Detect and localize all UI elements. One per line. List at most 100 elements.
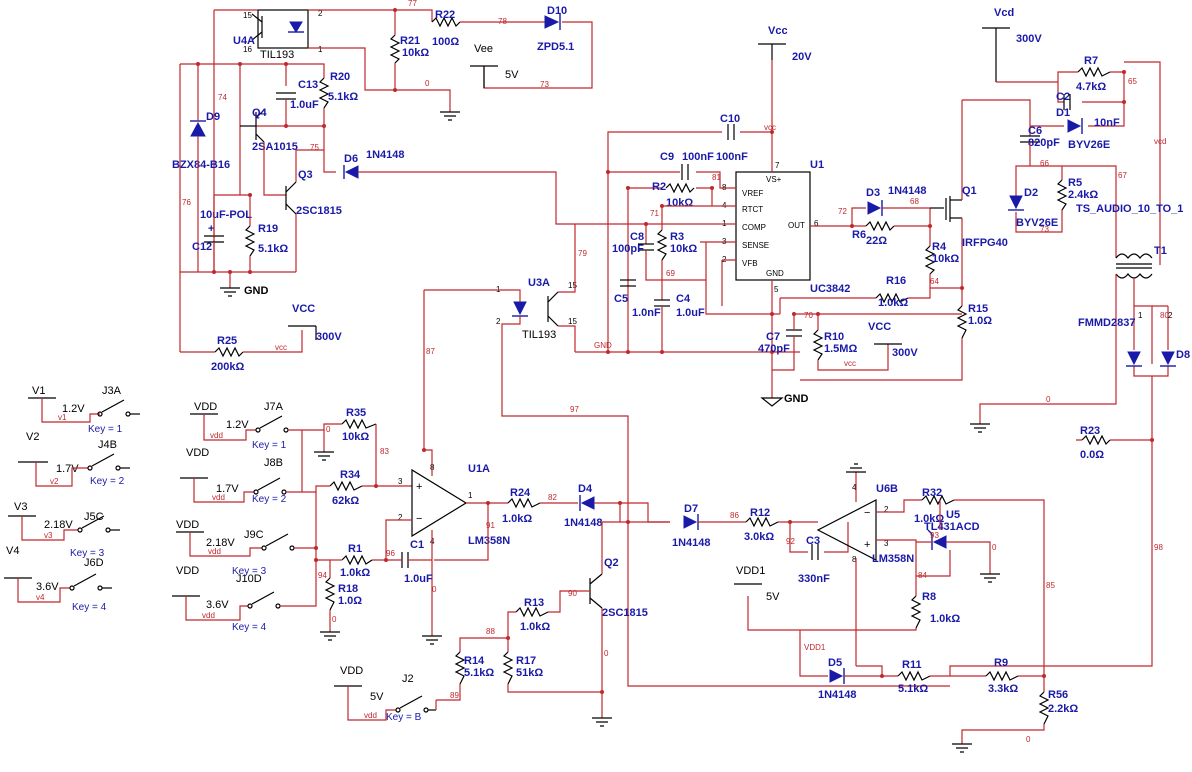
svg-text:VREF: VREF — [742, 189, 763, 198]
vdd-j10d-source: vdd — [172, 595, 248, 621]
svg-text:15: 15 — [243, 11, 252, 20]
u1-uc3842: VS+ VREF RTCT COMP SENSE VFB OUT GND U1 … — [722, 159, 850, 295]
j7a-switch[interactable]: J7A 1.2V Key = 1 — [226, 401, 289, 451]
svg-text:1N4148: 1N4148 — [366, 149, 405, 161]
svg-text:V2: V2 — [26, 431, 39, 443]
svg-text:96: 96 — [386, 549, 395, 558]
svg-text:R24: R24 — [510, 487, 531, 499]
svg-text:2SC1815: 2SC1815 — [296, 205, 342, 217]
svg-text:vdd: vdd — [208, 547, 221, 556]
svg-text:+: + — [416, 481, 422, 493]
j9c-switch[interactable]: J9C 2.18V Key = 3 — [206, 529, 295, 577]
j2-switch[interactable]: J2 5V Key = B — [370, 673, 436, 723]
svg-text:98: 98 — [1154, 543, 1163, 552]
svg-text:75: 75 — [310, 143, 319, 152]
r8-resistor: R8 1.0kΩ — [910, 591, 960, 629]
svg-text:+: + — [864, 539, 870, 551]
svg-text:vdd: vdd — [202, 611, 215, 620]
svg-text:1.0kΩ: 1.0kΩ — [502, 513, 532, 525]
svg-text:4.7kΩ: 4.7kΩ — [1076, 81, 1106, 93]
svg-text:vcc: vcc — [844, 359, 856, 368]
c1-capacitor: C1 1.0uF — [401, 539, 433, 585]
r13-resistor: R13 1.0kΩ — [515, 597, 550, 633]
r3-resistor: R3 10kΩ — [656, 229, 697, 261]
svg-text:300V: 300V — [892, 347, 918, 359]
vdd-j9c-source: VDD vdd — [176, 519, 262, 557]
u4a-label: U4A — [233, 35, 255, 47]
svg-text:+: + — [208, 223, 214, 235]
svg-text:J7A: J7A — [264, 401, 284, 413]
svg-text:R18: R18 — [338, 583, 358, 595]
svg-text:51kΩ: 51kΩ — [516, 667, 543, 679]
svg-text:BYV26E: BYV26E — [1068, 139, 1110, 151]
svg-text:3: 3 — [398, 477, 403, 486]
svg-text:Vcd: Vcd — [994, 7, 1014, 19]
svg-text:OUT: OUT — [788, 221, 805, 230]
r7-resistor: R7 4.7kΩ — [1076, 55, 1111, 93]
svg-text:820pF: 820pF — [1028, 137, 1060, 149]
j4b-switch[interactable]: J4B Key = 2 — [87, 439, 130, 487]
svg-text:v1: v1 — [58, 413, 67, 422]
svg-text:GND: GND — [594, 341, 612, 350]
j5c-switch[interactable]: J5C Key = 3 — [70, 511, 120, 559]
svg-text:R3: R3 — [670, 231, 684, 243]
svg-text:VDD1: VDD1 — [804, 643, 826, 652]
svg-text:R5: R5 — [1068, 177, 1082, 189]
svg-text:15: 15 — [568, 281, 577, 290]
v2-source: 1.7V v2 — [18, 461, 88, 487]
svg-text:Key = 1: Key = 1 — [252, 440, 287, 451]
gnd-symbol-11 — [952, 743, 972, 753]
svg-text:C6: C6 — [1028, 125, 1042, 137]
svg-text:2: 2 — [496, 317, 501, 326]
svg-text:Vee: Vee — [474, 43, 493, 55]
r9-resistor: R9 3.3kΩ — [985, 657, 1018, 695]
svg-text:97: 97 — [570, 405, 579, 414]
gnd-symbol-6: 0 — [422, 585, 442, 645]
svg-text:vcd: vcd — [1154, 137, 1166, 146]
svg-text:0: 0 — [425, 79, 430, 88]
r18-resistor: R18 1.0Ω — [324, 577, 362, 611]
svg-text:ZPD5.1: ZPD5.1 — [537, 41, 574, 53]
svg-text:2SC1815: 2SC1815 — [602, 607, 648, 619]
svg-text:vcc: vcc — [764, 123, 776, 132]
svg-text:v4: v4 — [36, 593, 45, 602]
c5-capacitor: C5 — [614, 279, 636, 305]
svg-text:91: 91 — [486, 521, 495, 530]
svg-text:R13: R13 — [524, 597, 544, 609]
svg-text:2SA1015: 2SA1015 — [252, 141, 298, 153]
svg-text:R6: R6 — [852, 229, 866, 241]
svg-text:BYV26E: BYV26E — [1016, 217, 1058, 229]
d4-diode: D4 1N4148 — [564, 483, 603, 529]
j10d-switch[interactable]: J10D 3.6V Key = 4 — [206, 573, 281, 633]
svg-text:2.18V: 2.18V — [44, 519, 73, 531]
r12-resistor: R12 3.0kΩ — [744, 507, 779, 543]
r35-resistor: R35 10kΩ — [341, 407, 377, 443]
svg-text:0: 0 — [432, 585, 437, 594]
svg-text:U1: U1 — [810, 159, 824, 171]
svg-text:VDD: VDD — [176, 565, 199, 577]
svg-text:Key = 4: Key = 4 — [232, 622, 267, 633]
svg-text:TL431ACD: TL431ACD — [924, 521, 980, 533]
svg-text:C5: C5 — [614, 293, 628, 305]
svg-text:D3: D3 — [866, 187, 880, 199]
r15-resistor: R15 1.0Ω — [956, 303, 992, 339]
svg-text:C8: C8 — [630, 231, 644, 243]
svg-text:2.18V: 2.18V — [206, 537, 235, 549]
j6d-switch[interactable]: J6D Key = 4 — [69, 557, 112, 613]
v3-source: V3 2.18V v3 — [8, 501, 78, 541]
vcc-20v-source: Vcc 20V — [758, 25, 812, 63]
svg-text:0: 0 — [992, 543, 997, 552]
svg-text:R8: R8 — [922, 591, 936, 603]
q2-transistor: Q2 2SC1815 — [589, 557, 648, 619]
d8-dual-diode: FMMD2837 D8 1 2 — [1078, 305, 1190, 377]
j8b-switch[interactable]: J8B 1.7V Key = 2 — [216, 457, 287, 505]
gnd-symbol-7: 0 — [320, 615, 340, 641]
svg-text:J5C: J5C — [84, 511, 104, 523]
j3a-switch[interactable]: J3A Key = 1 — [88, 385, 140, 435]
svg-text:10uF-POL: 10uF-POL — [200, 209, 252, 221]
svg-text:1.0Ω: 1.0Ω — [338, 595, 362, 607]
svg-text:5.1kΩ: 5.1kΩ — [328, 91, 358, 103]
svg-text:470pF: 470pF — [758, 343, 790, 355]
